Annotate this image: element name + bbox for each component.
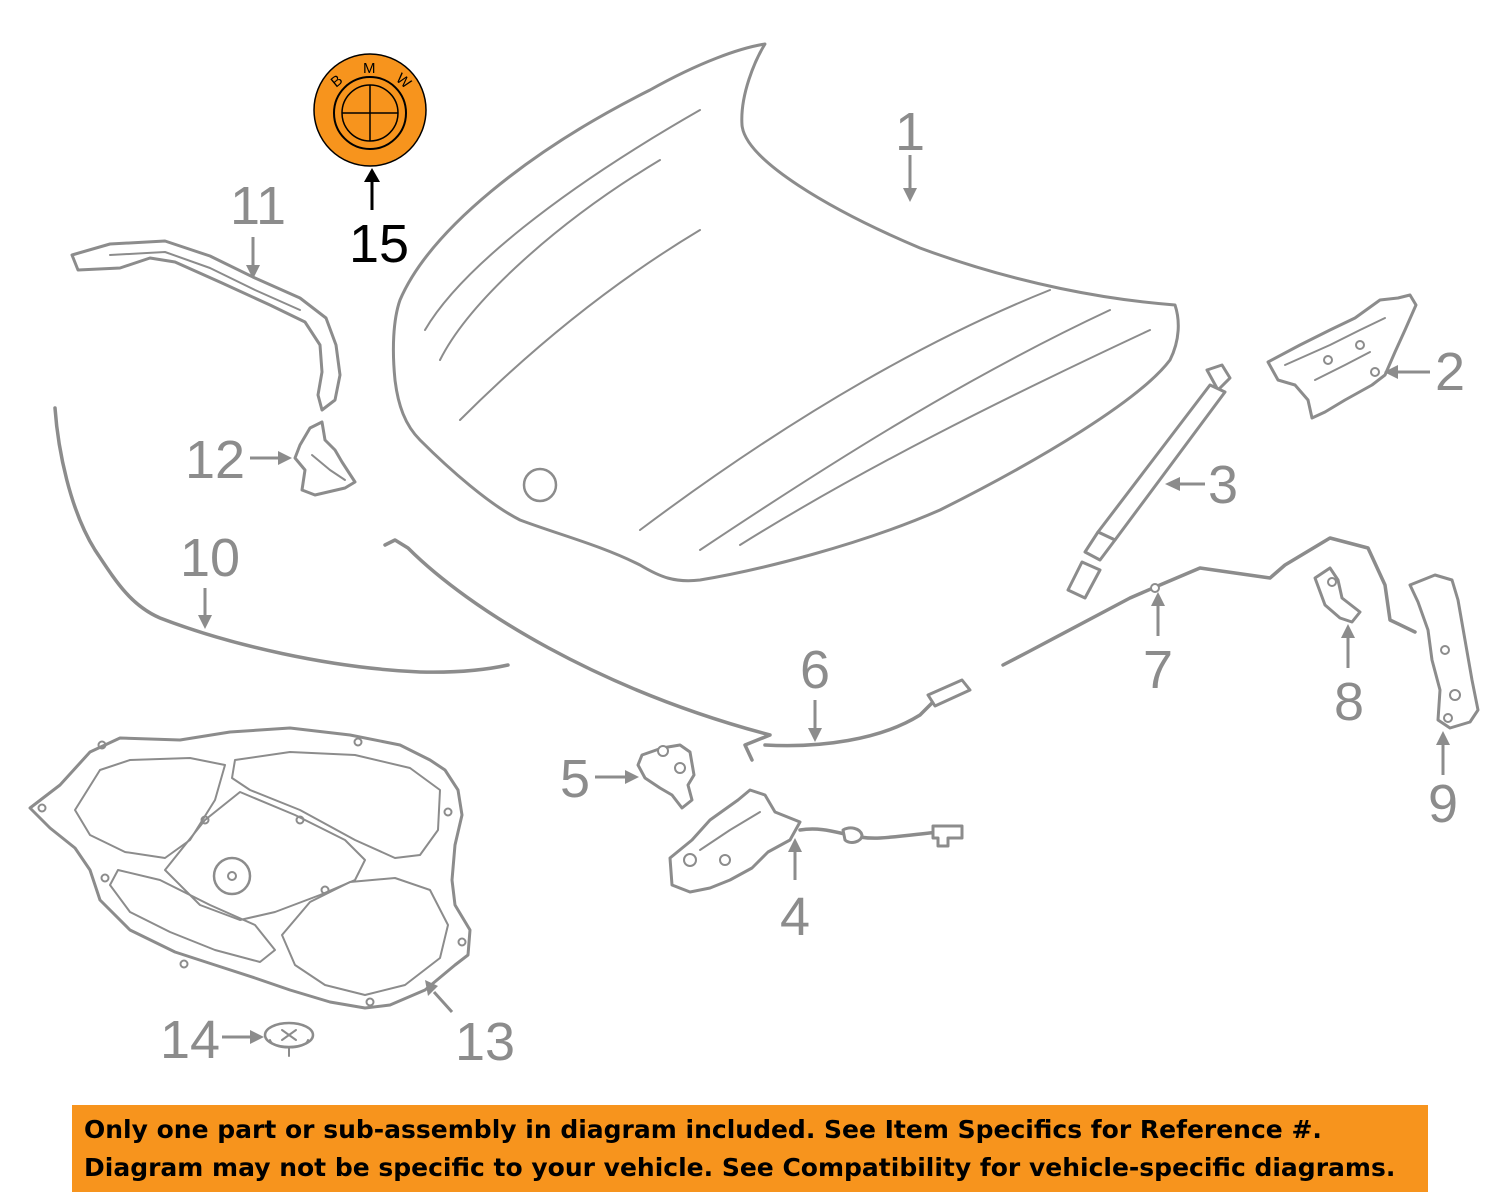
callout-9: 9	[1428, 774, 1458, 834]
callout-11: 11	[230, 176, 286, 236]
disclaimer-banner: Only one part or sub-assembly in diagram…	[72, 1105, 1428, 1192]
part-13-insulation-pad	[28, 726, 472, 1010]
callout-13: 13	[455, 1012, 515, 1072]
part-5-bracket	[636, 743, 696, 810]
leader-4	[788, 838, 802, 880]
callout-4: 4	[780, 887, 810, 947]
leader-14	[222, 1030, 264, 1044]
callout-1: 1	[895, 102, 925, 162]
part-9-bracket	[1408, 573, 1480, 730]
callout-14: 14	[160, 1010, 220, 1070]
part-14-clip	[263, 1021, 315, 1057]
leader-5	[595, 770, 639, 784]
part-8-bracket	[1313, 566, 1362, 624]
leader-12	[250, 451, 292, 465]
part-11-seal-strip	[70, 239, 342, 412]
part-1-hood	[391, 42, 1180, 583]
callout-2: 2	[1435, 342, 1465, 402]
part-6-release-cable	[383, 538, 972, 762]
callout-3: 3	[1208, 455, 1238, 515]
leader-1	[903, 155, 917, 202]
part-2-hinge	[1266, 293, 1418, 420]
callout-7: 7	[1143, 640, 1173, 700]
callout-10: 10	[180, 528, 240, 588]
callout-15: 15	[349, 214, 409, 274]
leader-15	[364, 168, 380, 210]
leader-8	[1341, 624, 1355, 668]
leader-2	[1384, 365, 1430, 379]
callout-6: 6	[800, 640, 830, 700]
part-4-latch	[668, 788, 964, 894]
disclaimer-line-2: Diagram may not be specific to your vehi…	[84, 1153, 1396, 1182]
part-3-gas-strut	[1066, 363, 1232, 600]
emblem-letter-m: M	[363, 60, 376, 77]
leader-7	[1151, 592, 1165, 636]
leader-13	[425, 980, 454, 1014]
callout-5: 5	[560, 749, 590, 809]
leader-3	[1165, 477, 1205, 491]
part-7-bowden-cable	[1001, 536, 1417, 667]
leader-11	[246, 237, 260, 279]
disclaimer-line-1: Only one part or sub-assembly in diagram…	[84, 1115, 1322, 1144]
callout-8: 8	[1334, 672, 1364, 732]
part-10-gasket	[53, 406, 510, 674]
part-12-support	[293, 420, 357, 497]
leader-9	[1436, 731, 1450, 775]
leader-10	[198, 588, 212, 629]
leader-6	[808, 700, 822, 742]
part-15-emblem: B M W	[313, 53, 427, 167]
callout-12: 12	[185, 430, 245, 490]
